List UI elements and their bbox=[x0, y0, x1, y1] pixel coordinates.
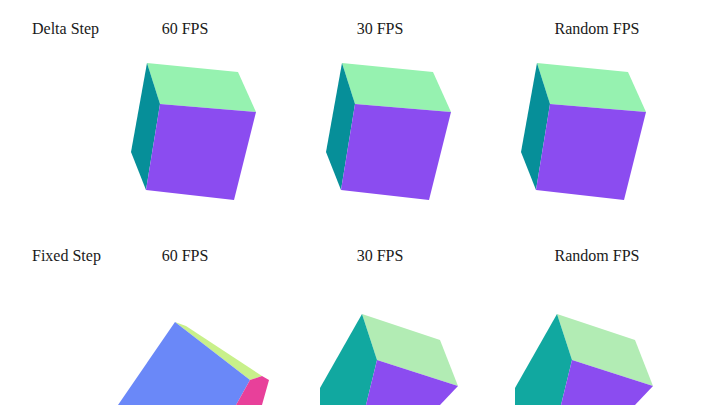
cube-fixed-60 bbox=[118, 322, 269, 405]
row-label: Delta Step bbox=[32, 19, 99, 38]
cube-fixed-random bbox=[515, 314, 653, 405]
column-label: 30 FPS bbox=[357, 246, 404, 265]
cube-delta-30 bbox=[326, 63, 451, 200]
column-label: 60 FPS bbox=[162, 19, 209, 38]
column-label: 60 FPS bbox=[162, 246, 209, 265]
cube-delta-60 bbox=[131, 63, 256, 200]
cube-fixed-30 bbox=[320, 314, 458, 405]
row-label: Fixed Step bbox=[32, 246, 101, 265]
cube-delta-random bbox=[521, 63, 646, 200]
column-label: Random FPS bbox=[555, 246, 640, 265]
column-label: 30 FPS bbox=[357, 19, 404, 38]
column-label: Random FPS bbox=[555, 19, 640, 38]
